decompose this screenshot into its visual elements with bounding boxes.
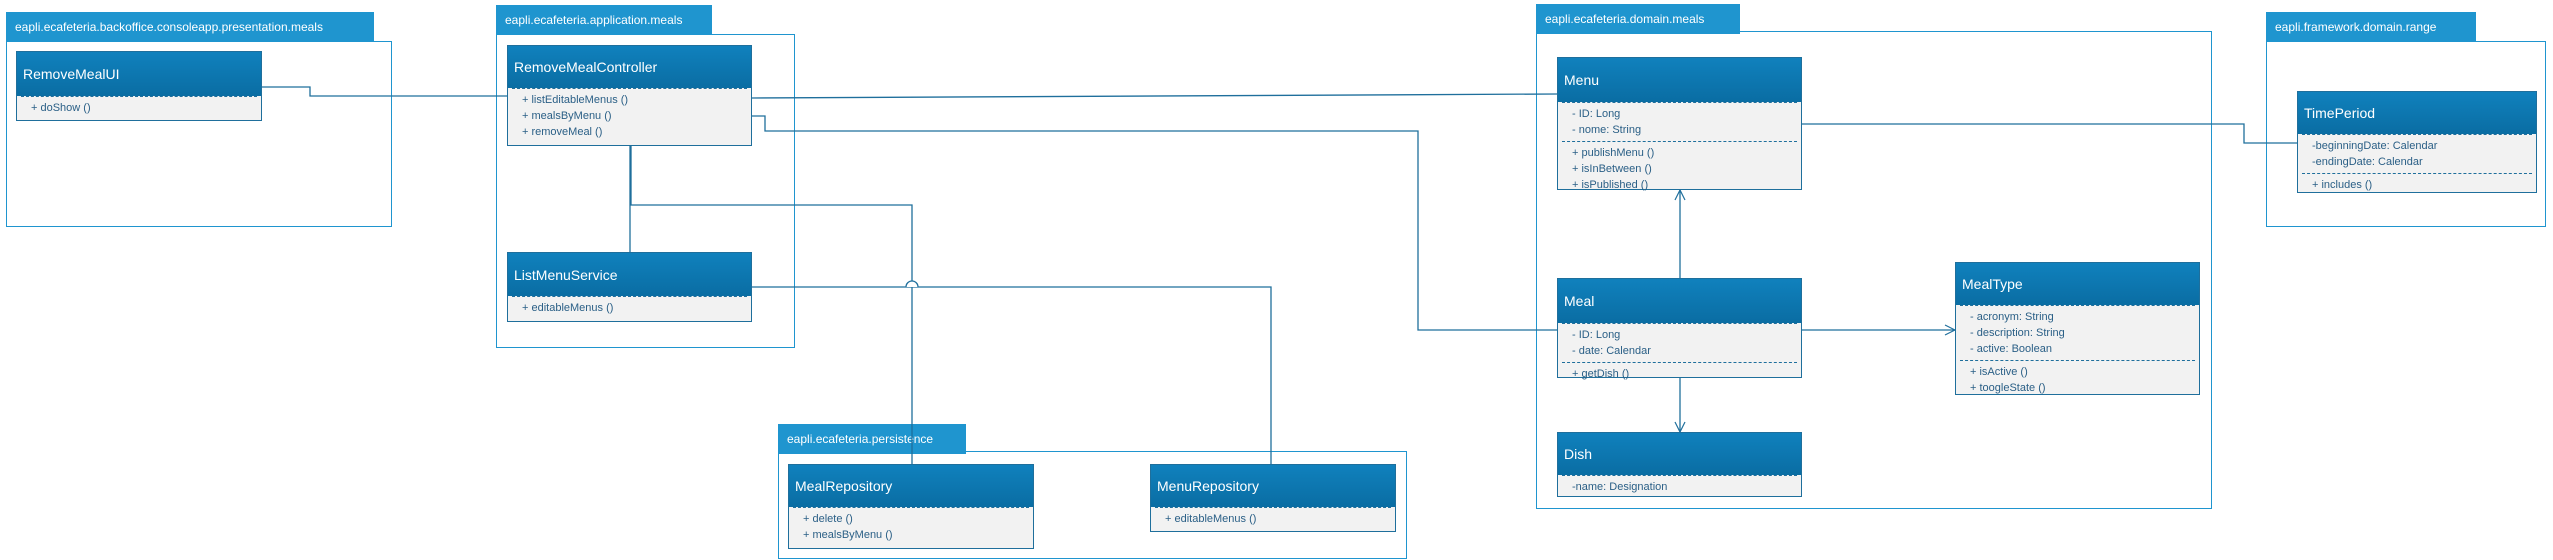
class-name: RemoveMealController [508, 46, 751, 88]
class-meal[interactable]: Meal - ID: Long - date: Calendar + getDi… [1557, 278, 1802, 380]
class-methods: + delete () + mealsByMenu () [793, 507, 1029, 546]
attribute: - ID: Long [1572, 329, 1621, 341]
class-methods: + editableMenus () [512, 296, 747, 319]
line-crossing-hop [905, 280, 919, 288]
class-name: MenuRepository [1151, 465, 1395, 507]
method: + includes () [2312, 179, 2373, 191]
link-menu-timeperiod [1802, 123, 2297, 144]
link-ui-controller [262, 86, 507, 97]
method: + mealsByMenu () [522, 110, 612, 122]
method: + isPublished () [1572, 179, 1649, 191]
attribute: - ID: Long [1572, 108, 1621, 120]
class-attributes: - ID: Long - nome: String [1562, 102, 1797, 141]
attribute: - active: Boolean [1970, 343, 2052, 355]
class-name: TimePeriod [2298, 92, 2536, 134]
method: + removeMeal () [522, 126, 603, 138]
method: + toogleState () [1970, 382, 2046, 394]
class-name: ListMenuService [508, 253, 751, 296]
class-name: Meal [1558, 279, 1801, 323]
package-tab-range[interactable]: eapli.framework.domain.range [2266, 12, 2476, 42]
class-dish[interactable]: Dish -name: Designation [1557, 432, 1802, 497]
method: + editableMenus () [1165, 513, 1257, 525]
class-methods: + doShow () [21, 96, 257, 119]
class-remove-meal-controller[interactable]: RemoveMealController + listEditableMenus… [507, 45, 752, 146]
class-name: Menu [1558, 58, 1801, 102]
class-name: RemoveMealUI [17, 52, 261, 96]
attribute: -endingDate: Calendar [2312, 156, 2423, 168]
package-persistence [778, 451, 1407, 559]
method: + isInBetween () [1572, 163, 1652, 175]
class-methods: + isActive () + toogleState () [1960, 360, 2195, 399]
class-attributes: - acronym: String - description: String … [1960, 305, 2195, 360]
class-meal-repository[interactable]: MealRepository + delete () + mealsByMenu… [788, 464, 1034, 549]
method: + isActive () [1970, 366, 2028, 378]
package-tab-presentation[interactable]: eapli.ecafeteria.backoffice.consoleapp.p… [6, 12, 374, 42]
class-remove-meal-ui[interactable]: RemoveMealUI + doShow () [16, 51, 262, 121]
method: + editableMenus () [522, 302, 614, 314]
class-name: Dish [1558, 433, 1801, 475]
class-methods: + editableMenus () [1155, 507, 1391, 530]
class-menu[interactable]: Menu - ID: Long - nome: String + publish… [1557, 57, 1802, 191]
class-methods: + publishMenu () + isInBetween () + isPu… [1562, 141, 1797, 196]
package-range [2266, 41, 2546, 227]
package-tab-application[interactable]: eapli.ecafeteria.application.meals [496, 5, 712, 35]
method: + delete () [803, 513, 853, 525]
attribute: - description: String [1970, 327, 2065, 339]
class-menu-repository[interactable]: MenuRepository + editableMenus () [1150, 464, 1396, 532]
link-controller-meal [752, 115, 1557, 331]
class-attributes: -beginningDate: Calendar -endingDate: Ca… [2302, 134, 2532, 173]
attribute: - date: Calendar [1572, 345, 1651, 357]
attribute: - nome: String [1572, 124, 1642, 136]
class-methods: + includes () [2302, 173, 2532, 196]
class-attributes: - ID: Long - date: Calendar [1562, 323, 1797, 362]
link-controller-menu [751, 93, 1558, 99]
method: + listEditableMenus () [522, 94, 629, 106]
link-service-menurepo [752, 286, 1272, 464]
attribute: -name: Designation [1572, 481, 1668, 493]
method: + doShow () [31, 102, 91, 114]
class-name: MealRepository [789, 465, 1033, 507]
attribute: -beginningDate: Calendar [2312, 140, 2438, 152]
class-list-menu-service[interactable]: ListMenuService + editableMenus () [507, 252, 752, 322]
class-attributes: -name: Designation [1562, 475, 1797, 498]
package-presentation [6, 41, 392, 227]
method: + publishMenu () [1572, 147, 1655, 159]
package-domain [1536, 31, 2212, 509]
package-application [496, 34, 795, 348]
method: + mealsByMenu () [803, 529, 893, 541]
attribute: - acronym: String [1970, 311, 2054, 323]
package-tab-domain[interactable]: eapli.ecafeteria.domain.meals [1536, 4, 1740, 34]
class-methods: + getDish () [1562, 362, 1797, 385]
package-tab-persistence[interactable]: eapli.ecafeteria.persistence [778, 424, 966, 454]
link-controller-mealrepo [630, 146, 913, 464]
class-meal-type[interactable]: MealType - acronym: String - description… [1955, 262, 2200, 395]
class-time-period[interactable]: TimePeriod -beginningDate: Calendar -end… [2297, 91, 2537, 193]
class-methods: + listEditableMenus () + mealsByMenu () … [512, 88, 747, 143]
class-name: MealType [1956, 263, 2199, 305]
method: + getDish () [1572, 368, 1630, 380]
